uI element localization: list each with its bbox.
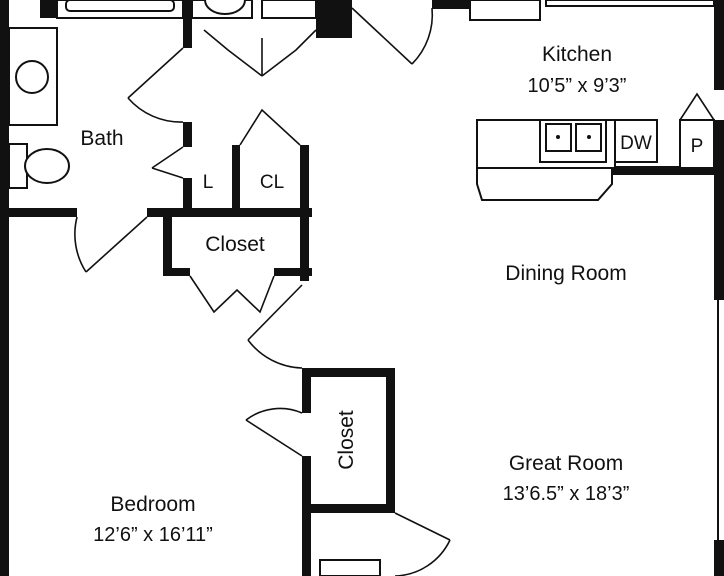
washer-dryer <box>191 0 317 19</box>
linen-closet-label: L <box>203 172 214 193</box>
kitchen-size: 10’5” x 9’3” <box>528 75 627 97</box>
bath-name: Bath <box>80 127 123 150</box>
kitchen-name: Kitchen <box>542 43 612 66</box>
bathtub <box>56 0 184 19</box>
doors <box>74 7 451 576</box>
great-room-size: 13’6.5” x 18’3” <box>503 483 630 505</box>
toilet <box>8 143 70 189</box>
kitchen-sink <box>539 119 607 163</box>
bath-sink <box>8 27 58 126</box>
lower-sink <box>319 559 381 576</box>
dishwasher-label: DW <box>620 133 652 154</box>
hall-closet-label: Closet <box>205 233 265 256</box>
dishwasher: DW <box>614 119 658 163</box>
pantry: P <box>679 92 715 169</box>
pantry-label: P <box>691 136 704 157</box>
dining-room-name: Dining Room <box>505 262 626 285</box>
range <box>469 0 541 21</box>
bedroom-name: Bedroom <box>110 493 195 516</box>
great-room-labels: Great Room 13’6.5” x 18’3” <box>503 452 630 505</box>
bedroom-size: 12’6” x 16’11” <box>93 524 213 546</box>
great-room-name: Great Room <box>509 452 623 475</box>
refrigerator <box>545 0 715 7</box>
bedroom-labels: Bedroom 12’6” x 16’11” <box>93 493 213 546</box>
coat-closet-label: CL <box>260 172 284 193</box>
kitchen-labels: Kitchen 10’5” x 9’3” <box>528 43 627 97</box>
bedroom-closet-label: Closet <box>335 410 358 470</box>
